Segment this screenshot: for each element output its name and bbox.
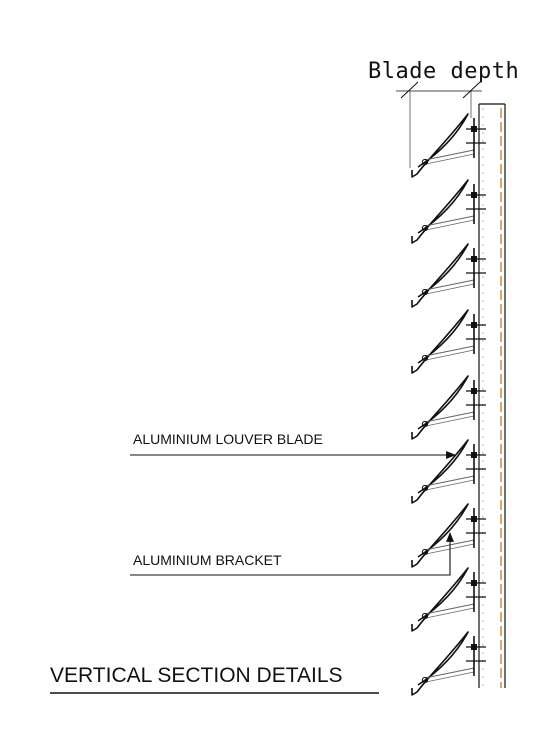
louver-blade bbox=[411, 567, 486, 632]
callout-louver-blade-label: ALUMINIUM LOUVER BLADE bbox=[133, 431, 323, 447]
bolt-head bbox=[471, 388, 477, 394]
bracket-arm bbox=[424, 475, 475, 487]
blade-pivot-pin bbox=[421, 676, 429, 684]
blade-pivot-pin bbox=[421, 548, 429, 556]
blade-pivot-pin bbox=[421, 158, 429, 166]
louver-blade bbox=[411, 243, 486, 308]
blade-profile bbox=[411, 631, 469, 696]
bracket-arm-lower bbox=[425, 283, 475, 295]
blade-depth-dimension: Blade depth bbox=[368, 59, 519, 168]
bolt-head bbox=[471, 644, 477, 650]
blade-pivot-pin bbox=[421, 224, 429, 232]
bracket-arm-lower bbox=[425, 415, 475, 427]
callout-bracket-leader bbox=[130, 532, 454, 576]
bolt-head bbox=[471, 452, 477, 458]
blade-pivot-pin bbox=[421, 420, 429, 428]
blade-profile bbox=[411, 179, 469, 244]
callout-bracket: ALUMINIUM BRACKET bbox=[130, 532, 454, 576]
bracket-arm-lower bbox=[425, 153, 475, 165]
blade-pivot-pin bbox=[421, 612, 429, 620]
bracket-arm bbox=[424, 279, 475, 291]
blade-pivot-pin bbox=[421, 354, 429, 362]
bracket-arm bbox=[424, 411, 475, 423]
bracket-arm bbox=[424, 215, 475, 227]
dimension-tick-right bbox=[462, 81, 481, 99]
blade-pivot-pin bbox=[421, 484, 429, 492]
bracket-arm-lower bbox=[425, 349, 475, 361]
louver-blades bbox=[411, 113, 486, 696]
blade-profile bbox=[411, 113, 469, 178]
bracket-arm bbox=[424, 603, 475, 615]
callout-louver-blade: ALUMINIUM LOUVER BLADE bbox=[130, 431, 456, 459]
dimension-tick-left bbox=[400, 81, 419, 99]
drawing-title: VERTICAL SECTION DETAILS bbox=[50, 664, 379, 694]
bracket-arm bbox=[424, 345, 475, 357]
blade-pivot-pin bbox=[421, 288, 429, 296]
bracket-arm-lower bbox=[425, 219, 475, 231]
callout-bracket-label: ALUMINIUM BRACKET bbox=[133, 552, 282, 568]
blade-profile bbox=[411, 439, 469, 504]
bolt-head bbox=[471, 580, 477, 586]
louver-blade bbox=[411, 631, 486, 696]
blade-profile bbox=[411, 375, 469, 440]
bracket-arm-lower bbox=[425, 671, 475, 683]
blade-profile bbox=[411, 503, 469, 568]
wall-section bbox=[478, 103, 506, 688]
louver-blade bbox=[411, 309, 486, 374]
blade-profile bbox=[411, 243, 469, 308]
blade-profile bbox=[411, 567, 469, 632]
louver-blade bbox=[411, 179, 486, 244]
bolt-head bbox=[471, 256, 477, 262]
bracket-arm-lower bbox=[425, 479, 475, 491]
louver-blade bbox=[411, 503, 486, 568]
blade-profile bbox=[411, 309, 469, 374]
bracket-arm bbox=[424, 149, 475, 161]
bracket-arm bbox=[424, 667, 475, 679]
louver-blade bbox=[411, 113, 486, 178]
bolt-head bbox=[471, 322, 477, 328]
bolt-head bbox=[471, 516, 477, 522]
drawing-title-text: VERTICAL SECTION DETAILS bbox=[50, 664, 343, 687]
louver-blade bbox=[411, 439, 486, 504]
blade-depth-label: Blade depth bbox=[368, 59, 519, 84]
louver-blade bbox=[411, 375, 486, 440]
bolt-head bbox=[471, 192, 477, 198]
bolt-head bbox=[471, 126, 477, 132]
bracket-arm-lower bbox=[425, 607, 475, 619]
